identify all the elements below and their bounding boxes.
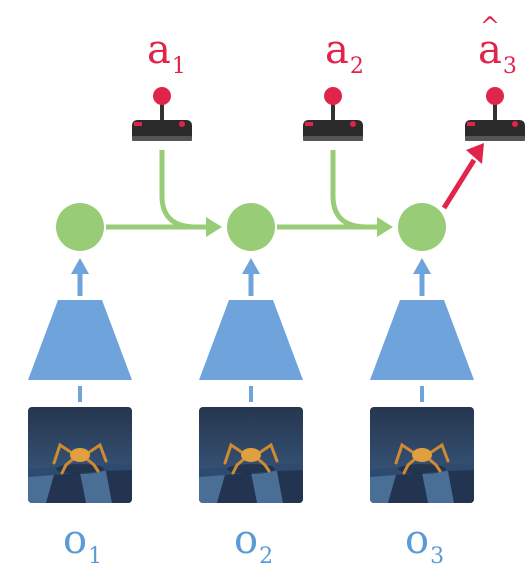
state-node-1 — [56, 203, 104, 251]
encoder-2 — [199, 300, 303, 380]
observation-image-3 — [370, 407, 474, 503]
recurrent-arrow-head-2 — [377, 217, 393, 237]
action-subscript: 1 — [171, 54, 186, 79]
observation-letter: o — [234, 517, 259, 563]
action-subscript: 2 — [349, 54, 364, 79]
observation-subscript: 2 — [259, 544, 274, 569]
encoder-3 — [370, 300, 474, 380]
encoder-arrow-head-2 — [242, 258, 260, 274]
action-letter: a — [325, 27, 349, 73]
observation-subscript: 3 — [430, 544, 445, 569]
encoder-arrow-head-3 — [413, 258, 431, 274]
action-input-curve-2 — [330, 150, 368, 230]
action-input-curve-1 — [159, 150, 197, 230]
state-node-2 — [227, 203, 275, 251]
observation-label-2: o2 — [234, 517, 273, 568]
observation-image-1 — [28, 407, 132, 503]
action-label-2: a2 — [325, 27, 364, 78]
observation-label-1: o1 — [63, 517, 102, 568]
observation-label-3: o3 — [405, 517, 444, 568]
encoder-1 — [28, 300, 132, 380]
state-node-3 — [398, 203, 446, 251]
recurrent-arrow-head-1 — [206, 217, 222, 237]
action-label-1: a1 — [147, 27, 186, 78]
observation-image-2 — [199, 407, 303, 503]
action-subscript: 3 — [502, 54, 517, 79]
action-label-3-predicted: a3 — [478, 30, 517, 78]
predicted-action-arrow-shaft — [441, 158, 477, 210]
action-letter: a — [147, 27, 171, 73]
predicted-action-arrow-head — [466, 143, 484, 164]
observation-subscript: 1 — [88, 544, 103, 569]
joystick-icon — [303, 87, 363, 141]
joystick-icon — [132, 87, 192, 141]
encoder-arrow-head-1 — [71, 258, 89, 274]
observation-letter: o — [405, 517, 430, 563]
joystick-icon — [465, 87, 525, 141]
observation-letter: o — [63, 517, 88, 563]
action-letter-hat: a — [478, 30, 502, 70]
